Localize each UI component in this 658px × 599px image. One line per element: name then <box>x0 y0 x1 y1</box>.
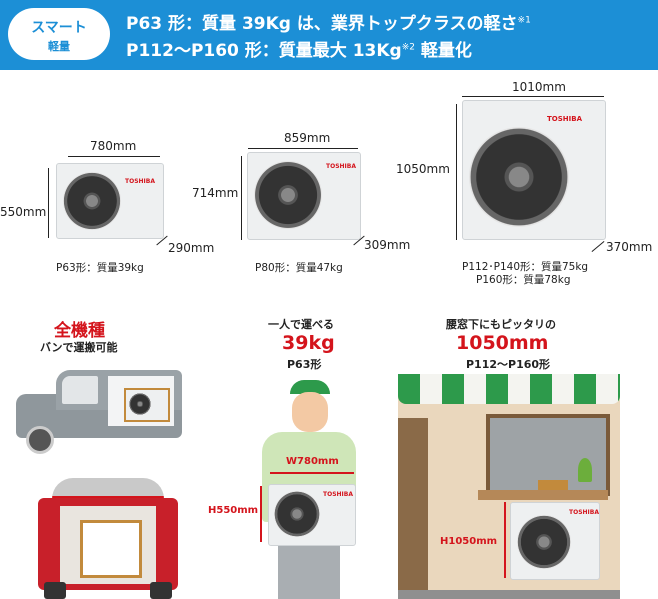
unit3-caption-1: P112･P140形：質量75kg <box>462 261 589 273</box>
brand-logo: TOSHIBA <box>569 509 599 516</box>
headline-text-1: P63 形：質量 39Kg は、業界トップクラスの軽さ <box>126 14 518 34</box>
van-hatch <box>52 478 164 499</box>
window-model: P112〜P160形 <box>466 358 551 371</box>
fan-grill-icon <box>63 172 121 230</box>
van-rear-illustration <box>38 478 178 599</box>
unit3-caption-2: P160形：質量78kg <box>476 274 571 286</box>
footnote-mark-1: ※1 <box>517 15 531 26</box>
van-window <box>62 376 98 404</box>
person-model: P63形 <box>287 358 322 371</box>
unit2-height-line <box>241 156 242 240</box>
ground <box>398 590 620 599</box>
person-width-line <box>270 472 354 474</box>
cargo-unit <box>124 388 170 422</box>
person-weight: 39kg <box>282 332 335 354</box>
head <box>292 392 328 432</box>
unit1-caption: P63形：質量39kg <box>56 262 144 274</box>
person-height-label: H550mm <box>208 505 259 516</box>
unit2-caption: P80形：質量47kg <box>255 262 343 274</box>
unit2-height-label: 714mm <box>192 186 239 200</box>
unit1-width-line <box>68 156 160 157</box>
unit3-depth-line <box>591 240 605 253</box>
person-height-line <box>260 486 262 542</box>
window-height-line <box>504 502 506 578</box>
carried-unit: TOSHIBA <box>268 484 356 546</box>
fan-grill-icon <box>469 127 569 227</box>
headline-text-2: P112〜P160 形：質量最大 13Kg <box>126 41 402 61</box>
plant-pot-icon <box>578 458 592 482</box>
window-height-big: 1050mm <box>456 332 549 354</box>
unit2-depth-label: 309mm <box>364 238 411 252</box>
person-lead: 一人で運べる <box>268 318 334 331</box>
badge-title: スマート <box>31 20 87 36</box>
headline-line-1: P63 形：質量 39Kg は、業界トップクラスの軽さ※1 <box>126 9 531 34</box>
van-rear-cargo <box>60 506 156 584</box>
unit1-height-line <box>48 168 49 238</box>
wheel-icon <box>44 582 66 599</box>
brand-logo: TOSHIBA <box>125 178 155 185</box>
headline-line-2: P112〜P160 形：質量最大 13Kg※2 軽量化 <box>126 36 472 61</box>
unit1-height-label: 550mm <box>0 205 47 219</box>
fan-grill-icon <box>274 491 320 537</box>
wheel-icon <box>150 582 172 599</box>
unit3-height-line <box>456 104 457 240</box>
unit1-width-label: 780mm <box>90 139 137 153</box>
fan-grill-icon <box>129 393 151 415</box>
feature-badge: スマート 軽量 <box>8 8 110 60</box>
unit2-width-line <box>248 148 358 149</box>
unit3-image: TOSHIBA <box>462 100 606 240</box>
van-section-subtitle: バンで運搬可能 <box>40 341 118 354</box>
footnote-mark-2: ※2 <box>401 42 416 53</box>
unit3-depth-label: 370mm <box>606 240 653 254</box>
planter-box <box>538 480 568 490</box>
unit2-image: TOSHIBA <box>247 152 361 240</box>
unit3-width-line <box>462 96 604 97</box>
awning <box>398 374 620 404</box>
van-side-illustration <box>16 368 182 454</box>
brand-logo: TOSHIBA <box>326 163 356 170</box>
window-sill <box>478 490 608 500</box>
door-frame <box>398 418 428 599</box>
person-width-label: W780mm <box>286 456 339 467</box>
badge-subtitle: 軽量 <box>48 40 70 53</box>
brand-logo: TOSHIBA <box>323 491 353 498</box>
headline-text-3: 軽量化 <box>415 41 472 61</box>
unit3-height-label: 1050mm <box>396 162 450 176</box>
wheel-icon <box>26 426 54 454</box>
unit2-width-label: 859mm <box>284 131 331 145</box>
unit1-depth-label: 290mm <box>168 241 215 255</box>
cap-icon <box>290 380 330 394</box>
brand-logo: TOSHIBA <box>547 115 582 123</box>
window-height-label: H1050mm <box>440 536 498 547</box>
fan-grill-icon <box>517 515 571 569</box>
cargo-unit <box>80 520 142 578</box>
van-section-title: 全機種 <box>54 321 105 341</box>
unit3-width-label: 1010mm <box>512 80 566 94</box>
outdoor-unit-window: TOSHIBA <box>510 502 600 580</box>
fan-grill-icon <box>254 161 322 229</box>
window-lead: 腰窓下にもピッタリの <box>446 318 556 331</box>
unit1-image: TOSHIBA <box>56 163 164 239</box>
